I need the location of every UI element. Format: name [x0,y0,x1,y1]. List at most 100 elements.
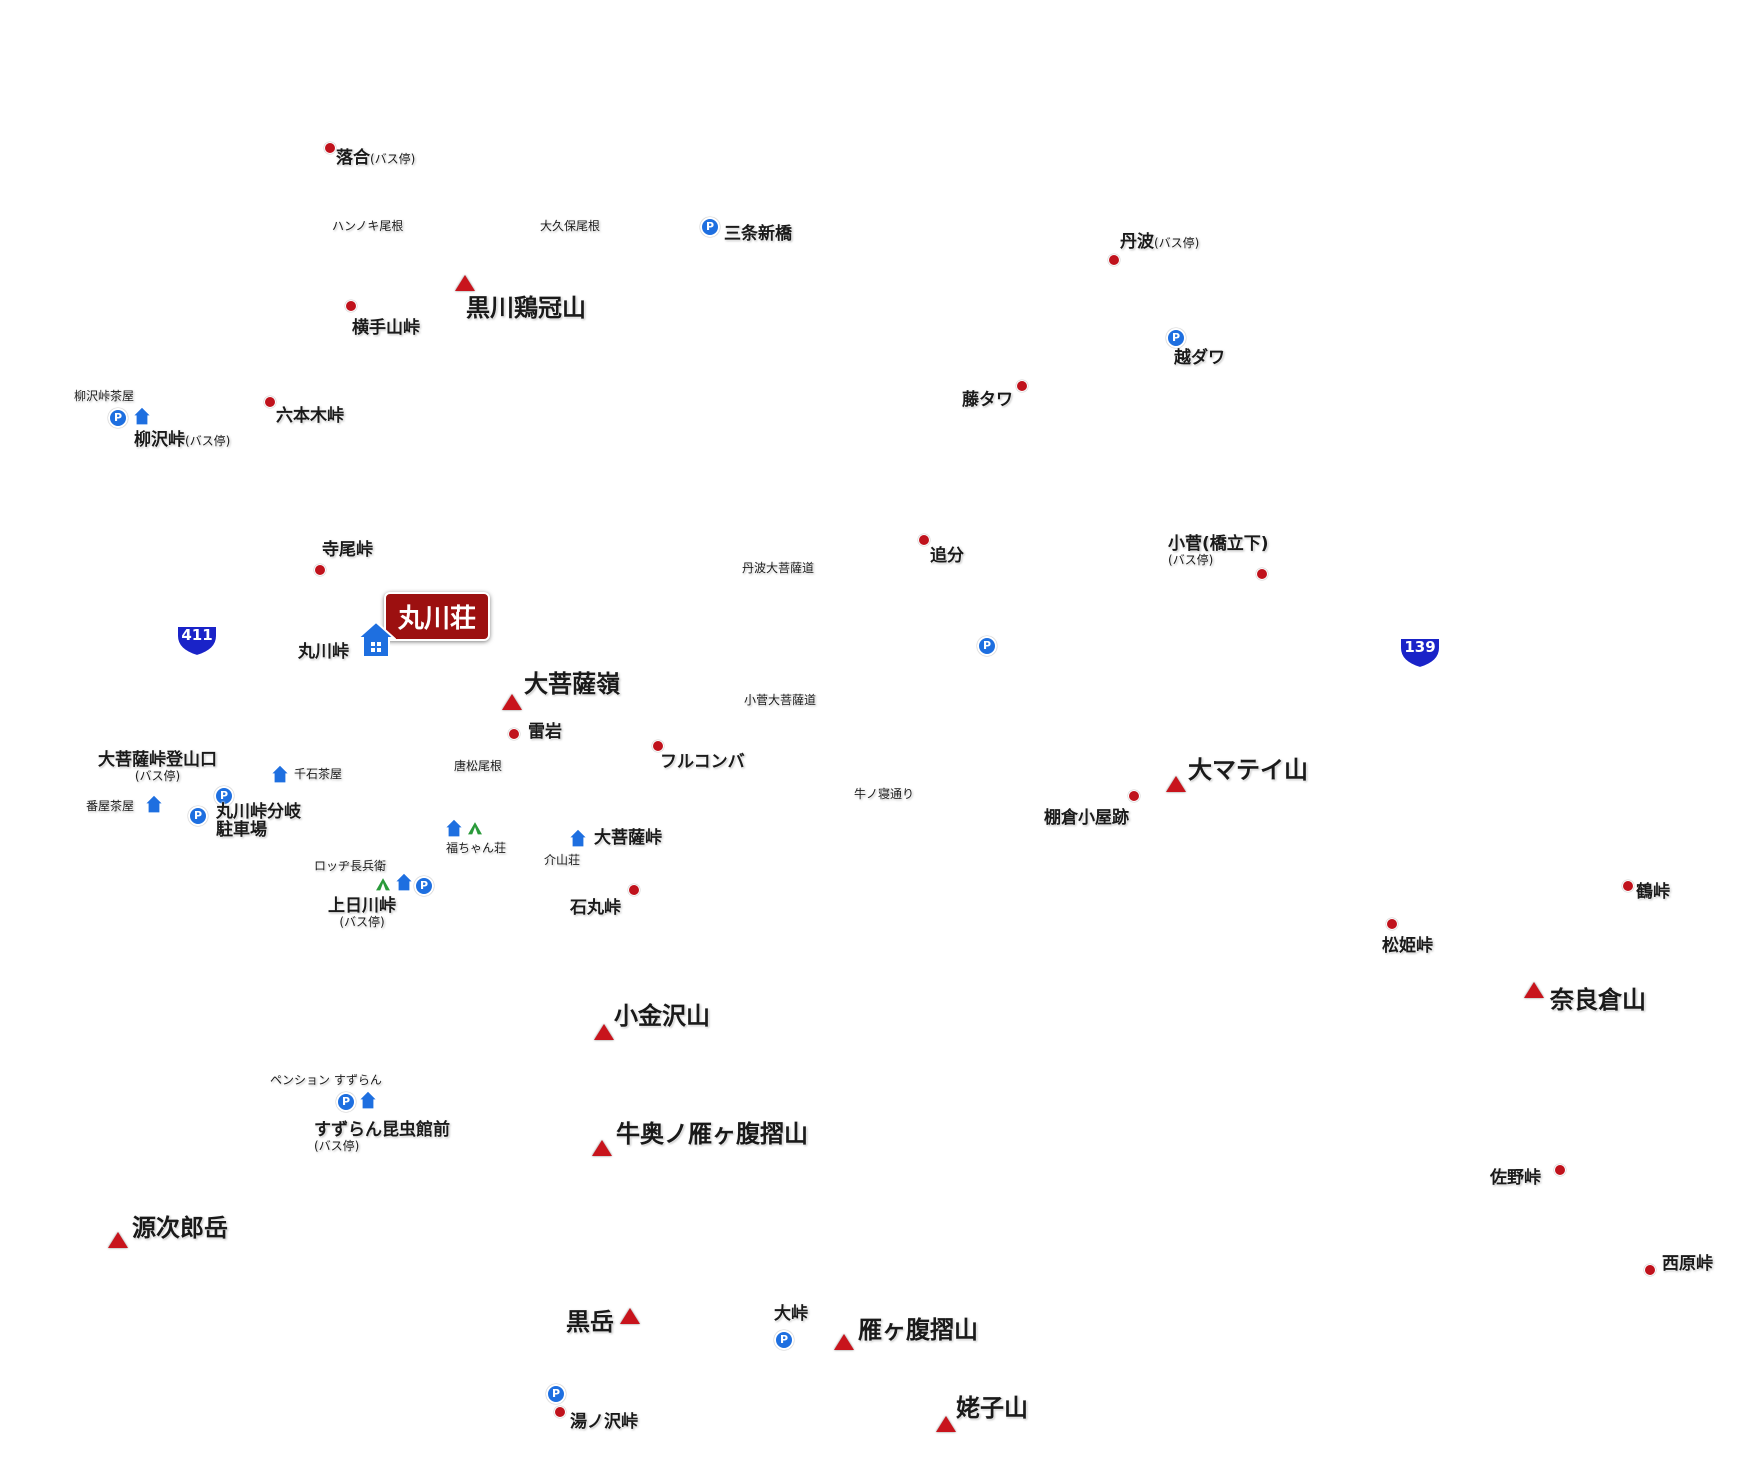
pass-marker [628,884,640,896]
label-yunosawa: 湯ノ沢峠 [570,1412,638,1432]
label-kosuge: 小菅(橋立下)(バス停) [1168,534,1269,567]
peak-icon [620,1308,640,1324]
label-nishihara: 西原峠 [1662,1254,1713,1274]
pass-marker [1128,790,1140,802]
pass-marker [918,534,930,546]
label-genjiro: 源次郎岳 [132,1214,228,1242]
parking-icon: P [546,1384,566,1404]
label-furukonba: フルコンバ [660,752,745,772]
label-terao: 寺尾峠 [322,540,373,560]
parking-icon: P [700,217,720,237]
pass-marker [508,728,520,740]
peak-icon [455,275,475,291]
label-sengoku: 千石茶屋 [294,767,343,781]
pass-marker [1622,880,1634,892]
pass-marker [652,740,664,752]
label-ookubo: 大久保尾根 [540,219,601,233]
route-139-label: 139 [1404,638,1436,656]
label-hannoki: ハンノキ尾根 [332,219,404,233]
label-karamatsu: 唐松尾根 [454,759,503,773]
hut-icon [568,828,588,848]
peak-icon [1524,982,1544,998]
parking-icon: P [1166,328,1186,348]
hut-icon [394,872,414,892]
pass-marker [1644,1264,1656,1276]
campsite-icon [374,876,392,892]
hut-icon [444,818,464,838]
label-oiwake: 追分 [930,546,964,566]
pass-marker [264,396,276,408]
label-tsuru: 鶴峠 [1636,882,1670,902]
route-411-shield-icon [176,625,218,658]
label-kosuge-michi: 小菅大菩薩道 [744,693,817,707]
label-kogane: 小金沢山 [614,1002,710,1030]
parking-icon: P [774,1330,794,1350]
label-banya: 番屋茶屋 [86,799,135,813]
label-tanba-michi: 丹波大菩薩道 [742,561,815,575]
pass-marker [345,300,357,312]
label-kurokawa: 黒川鶏冠山 [466,294,586,322]
pass-marker [1386,918,1398,930]
label-ushinone: 牛ノ寝通り [854,787,915,801]
hut-icon [132,406,152,426]
label-marukawa-toge: 丸川峠 [298,642,349,662]
parking-icon: P [977,636,997,656]
pass-marker [324,142,336,154]
label-koshidawa: 越ダワ [1174,348,1225,368]
label-ushioku: 牛奥ノ雁ヶ腹摺山 [616,1120,808,1148]
peak-icon [108,1232,128,1248]
parking-icon: P [214,786,234,806]
label-sano: 佐野峠 [1490,1168,1541,1188]
label-kaisan: 介山荘 [544,853,581,867]
label-daibosatsu-rei: 大菩薩嶺 [524,670,620,698]
label-fujitawa: 藤タワ [962,390,1013,410]
lodge-house-icon[interactable] [356,620,396,660]
label-otoge: 大峠 [774,1304,808,1324]
label-kurodake: 黒岳 [566,1308,614,1336]
label-suzuran: すずらん昆虫館前(バス停) [314,1120,450,1153]
parking-icon: P [414,876,434,896]
pass-marker [1554,1164,1566,1176]
campsite-icon [466,820,484,836]
peak-icon [592,1140,612,1156]
hut-icon [144,794,164,814]
label-tanba: 丹波(バス停) [1120,232,1200,252]
label-roppongi: 六本木峠 [276,406,344,426]
label-ubako: 姥子山 [956,1394,1028,1422]
pass-marker [1256,568,1268,580]
parking-icon: P [336,1092,356,1112]
parking-icon: P [188,806,208,826]
route-411-label: 411 [181,626,213,644]
label-matsuhime: 松姫峠 [1382,936,1433,956]
pass-marker [1108,254,1120,266]
label-tanakura: 棚倉小屋跡 [1044,808,1129,828]
label-fukuchan: 福ちゃん荘 [446,841,507,855]
label-kaminikkawa: 上日川峠(バス停) [328,896,396,929]
pass-marker [1016,380,1028,392]
route-139-shield-icon [1399,637,1441,670]
peak-icon [502,694,522,710]
label-dai-matei: 大マテイ山 [1188,756,1308,784]
peak-icon [936,1416,956,1432]
pass-marker [554,1406,566,1418]
label-ishimaru: 石丸峠 [570,898,621,918]
peak-icon [1166,776,1186,792]
parking-icon: P [108,408,128,428]
hut-icon [270,764,290,784]
label-daibosatsu-toge: 大菩薩峠 [594,828,662,848]
label-tozanguchi: 大菩薩峠登山口(バス停) [98,750,217,783]
peak-icon [834,1334,854,1350]
hut-icon [358,1090,378,1110]
label-lodge-chobee: ロッヂ長兵衛 [314,859,387,873]
lodge-title[interactable]: 丸川荘 [384,592,491,641]
label-yanagisawa: 柳沢峠(バス停) [134,430,231,450]
label-kaminari: 雷岩 [528,722,562,742]
label-narakura: 奈良倉山 [1550,986,1646,1014]
label-ochiai: 落合(バス停) [336,148,416,168]
label-pension: ペンション すずらん [270,1073,382,1087]
label-yokote: 横手山峠 [352,318,420,338]
peak-icon [594,1024,614,1040]
label-gangahara: 雁ヶ腹摺山 [858,1316,978,1344]
pass-marker [314,564,326,576]
